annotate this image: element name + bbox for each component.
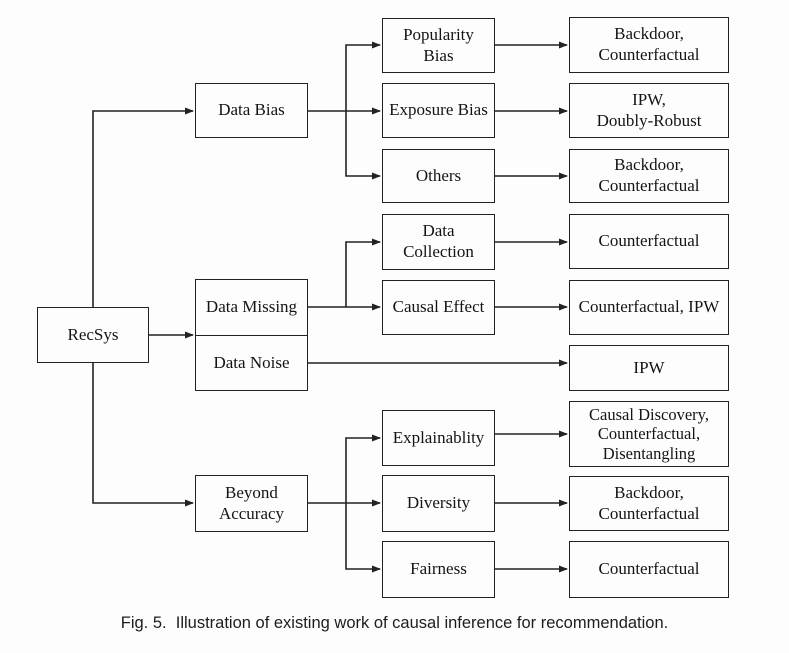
node-data-missing: Data Missing (195, 279, 308, 336)
node-explainablity: Explainablity (382, 410, 495, 466)
node-data-noise: Data Noise (195, 335, 308, 391)
node-beyond-accuracy: Beyond Accuracy (195, 475, 308, 532)
node-diversity: Diversity (382, 475, 495, 532)
node-fairness: Fairness (382, 541, 495, 598)
node-method-counterfactual-ipw: Counterfactual, IPW (569, 280, 729, 335)
node-method-backdoor-counterfactual-3: Backdoor, Counterfactual (569, 476, 729, 531)
node-method-ipw-doubly-robust: IPW, Doubly-Robust (569, 83, 729, 138)
node-method-ipw: IPW (569, 345, 729, 391)
node-method-backdoor-counterfactual-1: Backdoor, Counterfactual (569, 17, 729, 73)
node-data-collection: Data Collection (382, 214, 495, 270)
node-method-backdoor-counterfactual-2: Backdoor, Counterfactual (569, 149, 729, 203)
node-causal-effect: Causal Effect (382, 280, 495, 335)
node-exposure-bias: Exposure Bias (382, 83, 495, 138)
figure-caption: Fig. 5. Illustration of existing work of… (120, 614, 669, 632)
node-method-causal-discovery-counterfactual-disentangling: Causal Discovery, Counterfactual, Disent… (569, 401, 729, 467)
node-method-counterfactual-1: Counterfactual (569, 214, 729, 269)
node-recsys: RecSys (37, 307, 149, 363)
node-method-counterfactual-2: Counterfactual (569, 541, 729, 598)
node-data-bias: Data Bias (195, 83, 308, 138)
node-popularity-bias: Popularity Bias (382, 18, 495, 73)
node-others: Others (382, 149, 495, 203)
